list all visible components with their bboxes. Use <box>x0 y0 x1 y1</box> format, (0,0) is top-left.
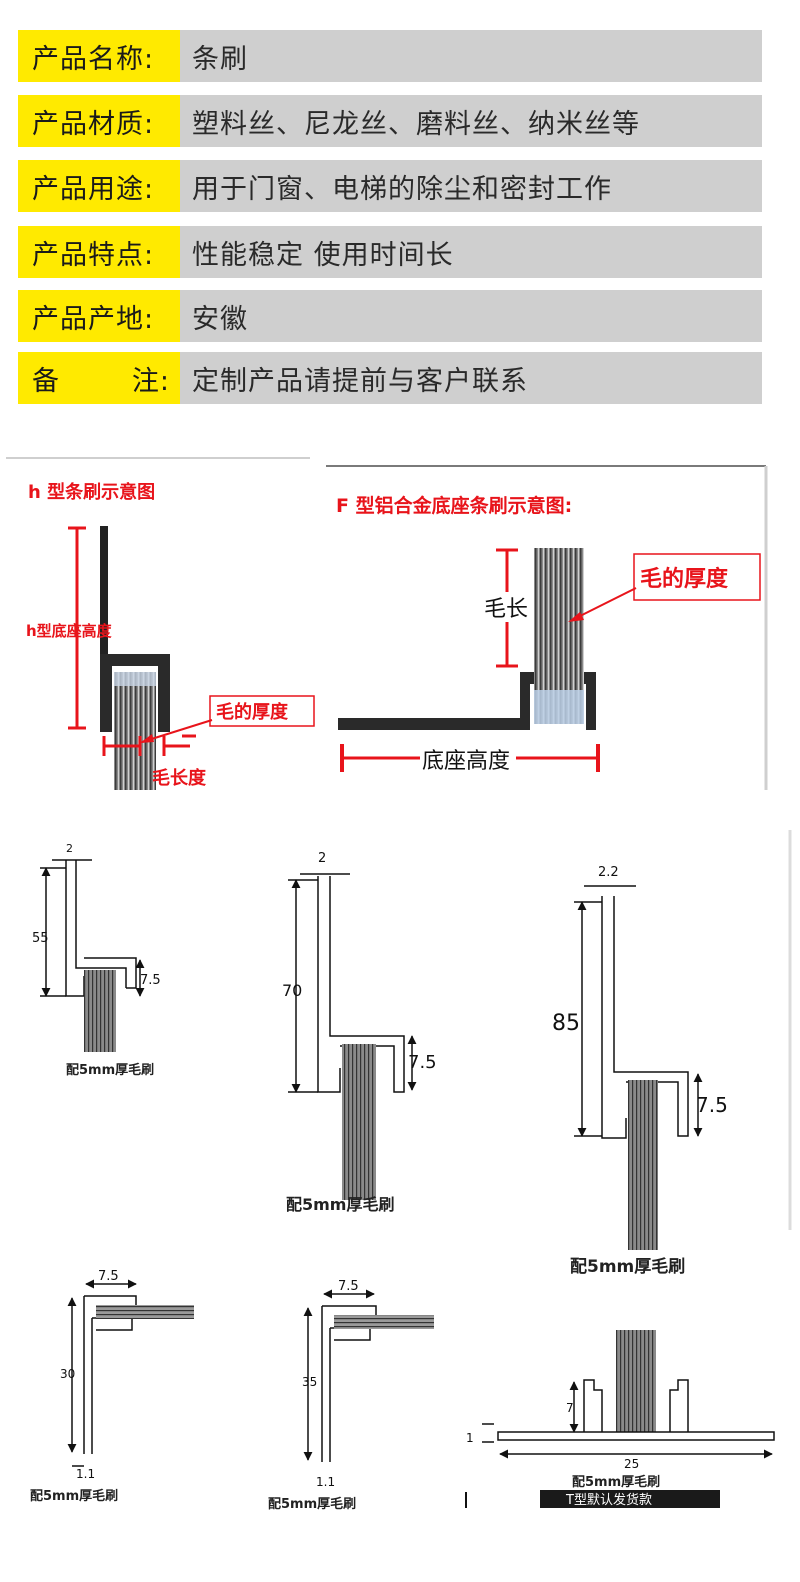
spec-label: 产品名称: <box>18 30 180 82</box>
h-base-cup <box>100 654 170 732</box>
spec-label: 产品材质: <box>18 95 180 147</box>
spec-label: 产品特点: <box>18 226 180 278</box>
profile-3: 2.2 85 7.5 配5mm厚毛刷 <box>552 865 728 1277</box>
profile-6-badge-text: T型默认发货款 <box>565 1492 652 1508</box>
profile-4-base: 1.1 <box>76 1467 95 1481</box>
spec-value: 塑料丝、尼龙丝、磨料丝、纳米丝等 <box>180 95 762 147</box>
profile-4: 7.5 30 1.1 配5mm厚毛刷 <box>30 1269 194 1504</box>
profile-drawings: 2 55 7.5 配5mm厚毛刷 2 70 7.5 配5mm厚毛刷 2.2 85… <box>30 830 792 1512</box>
profile-2-height: 70 <box>282 981 302 1000</box>
h-base-height-label: h型底座高度 <box>26 622 113 640</box>
spec-value: 性能稳定 使用时间长 <box>180 226 762 278</box>
profile-5: 7.5 35 1.1 配5mm厚毛刷 <box>268 1279 434 1512</box>
profile-1-width: 2 <box>66 842 73 855</box>
profile-1: 2 55 7.5 配5mm厚毛刷 <box>32 842 161 1078</box>
spec-label: 产品用途: <box>18 160 180 212</box>
h-thickness-callout <box>209 695 315 727</box>
profile-1-height: 55 <box>32 931 49 946</box>
profile-6-width: 25 <box>624 1457 639 1471</box>
spec-row-usage: 产品用途: 用于门窗、电梯的除尘和密封工作 <box>18 160 762 212</box>
profile-4-width: 7.5 <box>98 1269 119 1284</box>
spec-row-origin: 产品产地: 安徽 <box>18 290 762 342</box>
spec-value: 定制产品请提前与客户联系 <box>180 352 762 404</box>
h-bristle-length-label: 毛长度 <box>152 767 207 789</box>
profile-6-height: 7 <box>566 1401 574 1415</box>
profile-5-width: 7.5 <box>338 1279 359 1294</box>
profile-3-width: 2.2 <box>598 865 619 880</box>
profile-2: 2 70 7.5 配5mm厚毛刷 <box>282 851 437 1214</box>
profile-5-height: 35 <box>302 1375 317 1389</box>
h-thickness-label: 毛的厚度 <box>216 701 289 723</box>
profile-6: 1 7 25 配5mm厚毛刷 T型默认发货款 <box>465 1330 775 1508</box>
f-thickness-label: 毛的厚度 <box>640 566 729 592</box>
profile-2-caption: 配5mm厚毛刷 <box>286 1195 394 1214</box>
h-bristle <box>114 672 156 790</box>
profile-2-width: 2 <box>318 851 326 866</box>
profile-5-base: 1.1 <box>316 1475 335 1489</box>
f-bristle-length-label: 毛长 <box>484 597 528 622</box>
h-diagram-title: h 型条刷示意图 <box>28 481 155 503</box>
profile-3-slot: 7.5 <box>696 1093 728 1117</box>
schematic-diagrams: h 型条刷示意图 h型底座高度 毛长度 毛的厚度 F 型铝合金底座条刷示意图: … <box>6 457 768 790</box>
spec-value: 安徽 <box>180 290 762 342</box>
f-base-height-label: 底座高度 <box>422 749 510 774</box>
note-label-a: 备 <box>32 365 60 397</box>
f-diagram-title: F 型铝合金底座条刷示意图: <box>336 494 572 517</box>
f-thickness-callout <box>633 553 761 601</box>
f-type-diagram: F 型铝合金底座条刷示意图: 毛长 毛的厚度 底座高度 <box>336 494 761 774</box>
profile-1-caption: 配5mm厚毛刷 <box>66 1062 154 1078</box>
spec-row-material: 产品材质: 塑料丝、尼龙丝、磨料丝、纳米丝等 <box>18 95 762 147</box>
spec-label-note: 备 注: <box>18 352 180 404</box>
spec-label: 产品产地: <box>18 290 180 342</box>
profile-3-height: 85 <box>552 1011 580 1036</box>
profile-3-caption: 配5mm厚毛刷 <box>570 1256 685 1277</box>
profile-6-thickness: 1 <box>466 1431 474 1445</box>
profile-6-badge <box>540 1490 720 1508</box>
spec-value: 用于门窗、电梯的除尘和密封工作 <box>180 160 762 212</box>
spec-value: 条刷 <box>180 30 762 82</box>
spec-row-features: 产品特点: 性能稳定 使用时间长 <box>18 226 762 278</box>
profile-1-slot: 7.5 <box>140 973 161 988</box>
profile-4-caption: 配5mm厚毛刷 <box>30 1488 118 1504</box>
note-label-b: 注: <box>131 365 170 397</box>
profile-5-caption: 配5mm厚毛刷 <box>268 1496 356 1512</box>
h-type-diagram: h 型条刷示意图 h型底座高度 毛长度 毛的厚度 <box>26 481 315 790</box>
h-base-wall <box>100 526 108 732</box>
spec-row-name: 产品名称: 条刷 <box>18 30 762 82</box>
profile-2-slot: 7.5 <box>408 1052 437 1073</box>
spec-row-note: 备 注: 定制产品请提前与客户联系 <box>18 352 762 404</box>
profile-6-caption: 配5mm厚毛刷 <box>572 1474 660 1490</box>
profile-4-height: 30 <box>60 1367 75 1381</box>
